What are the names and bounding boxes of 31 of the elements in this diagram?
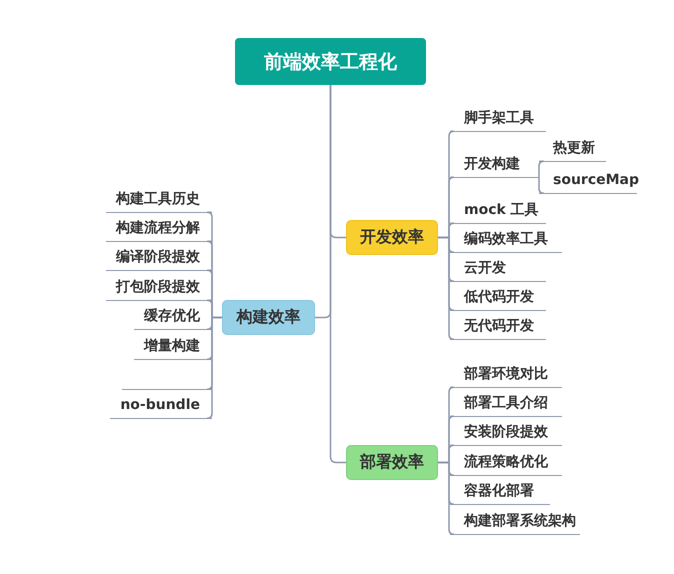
subtopic-item: 打包阶段提效 <box>106 275 212 301</box>
subtopic-item: 热更新 <box>539 136 606 162</box>
branch-topic-box: 构建效率 <box>222 300 315 335</box>
branch-topic-box: 开发效率 <box>346 220 438 255</box>
subtopic-item: 部署工具介绍 <box>450 391 562 417</box>
subtopic-item: 构建流程分解 <box>106 216 212 242</box>
subtopic-item: 流程策略优化 <box>450 450 562 476</box>
subtopic-item: 脚手架工具 <box>450 106 546 132</box>
connector-line <box>438 462 455 535</box>
subtopic-item: 无代码开发 <box>450 314 546 340</box>
subtopic-item: 低代码开发 <box>450 285 546 311</box>
subtopic-item: 编译阶段提效 <box>106 245 212 271</box>
central-topic-box: 前端效率工程化 <box>235 38 426 85</box>
subtopic-item: 构建部署系统架构 <box>450 509 580 535</box>
connector-line <box>438 236 455 340</box>
branch-topic-box: 部署效率 <box>346 445 438 480</box>
subtopic-item: 增量构建 <box>134 334 212 360</box>
subtopic-item: no-bundle <box>110 393 212 419</box>
connector-line <box>330 85 346 464</box>
connector-line <box>538 160 545 178</box>
subtopic-item: 构建工具历史 <box>106 187 212 213</box>
connector-line <box>538 176 545 194</box>
subtopic-item: 容器化部署 <box>450 479 550 505</box>
subtopic-item: 云开发 <box>450 256 546 282</box>
subtopic-item: 部署环境对比 <box>450 362 562 388</box>
subtopic-item: 开发构建 <box>450 152 539 178</box>
subtopic-item: 缓存优化 <box>134 304 212 330</box>
subtopic-item: mock 工具 <box>450 198 546 224</box>
subtopic-item: 编码效率工具 <box>450 227 562 253</box>
subtopic-item: sourceMap <box>539 168 637 194</box>
subtopic-item: 安装阶段提效 <box>450 420 562 446</box>
